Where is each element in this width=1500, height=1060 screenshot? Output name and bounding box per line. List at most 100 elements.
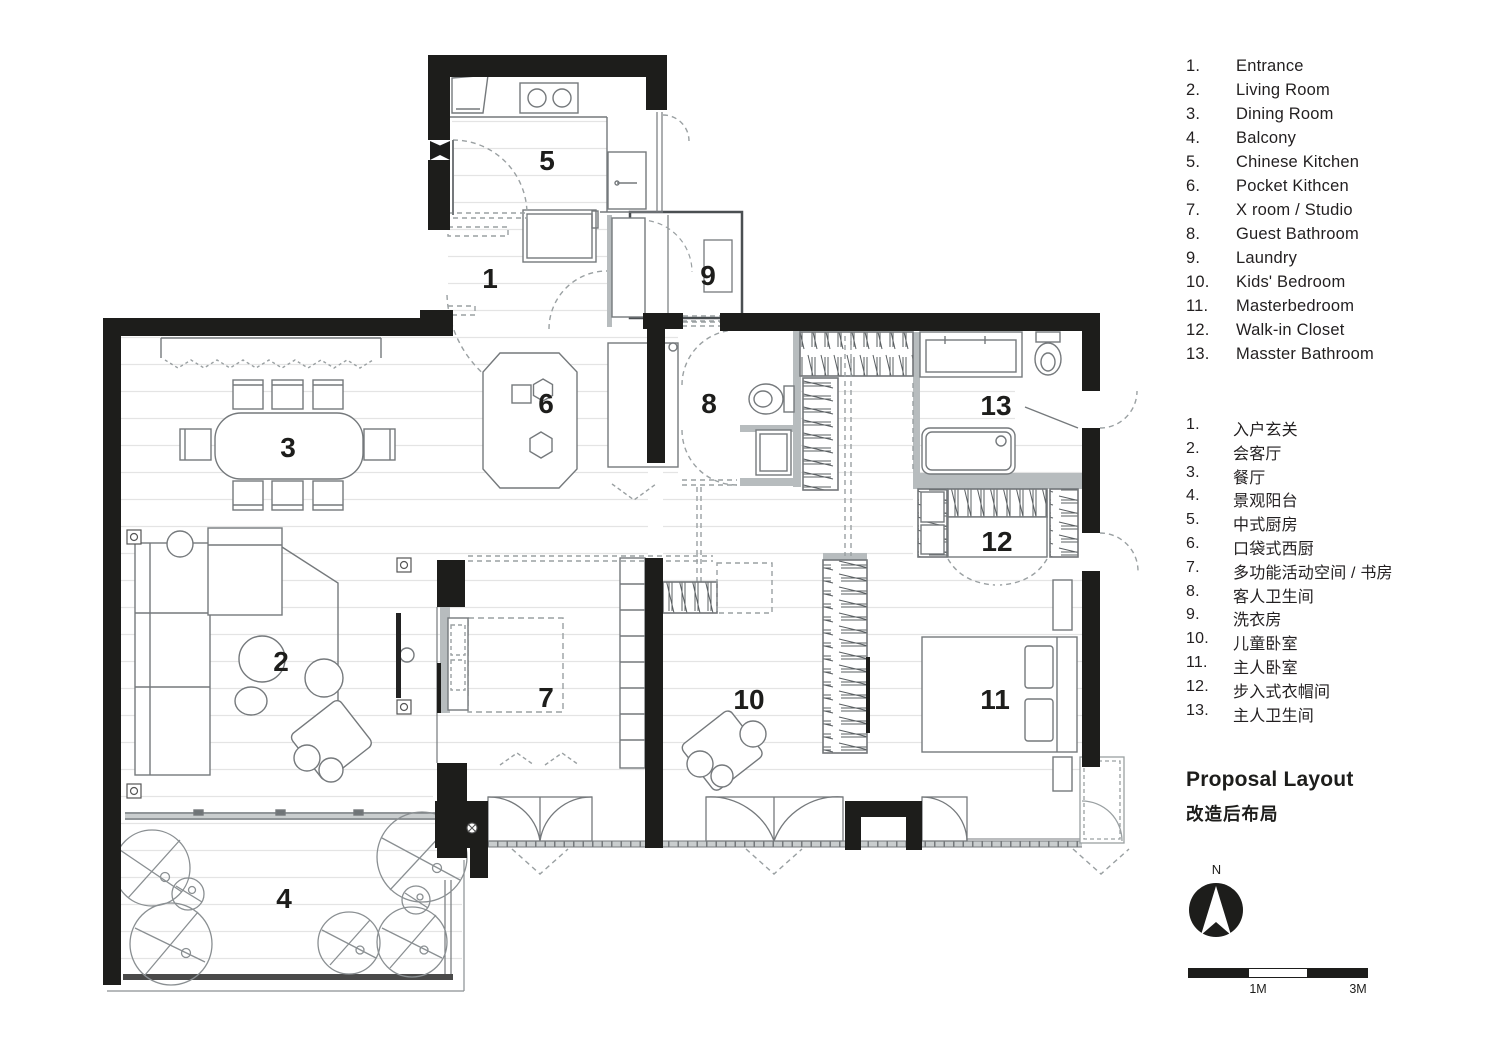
legend-number: 3. bbox=[1186, 463, 1200, 481]
room-label-10: 10 bbox=[733, 684, 764, 715]
legend-number: 10. bbox=[1186, 630, 1209, 648]
legend-label: Guest Bathroom bbox=[1236, 225, 1359, 243]
gray-partitions bbox=[123, 215, 1082, 980]
legend-item: 9. Laundry bbox=[1186, 249, 1486, 273]
window-band bbox=[435, 756, 1125, 848]
scale-segment-white bbox=[1248, 968, 1308, 978]
legend-label: Laundry bbox=[1236, 249, 1298, 267]
scale-label-1m: 1M bbox=[1249, 982, 1267, 996]
legend-item: 7. X room / Studio bbox=[1186, 201, 1486, 225]
legend-label: Balcony bbox=[1236, 129, 1297, 147]
legend-number: 5. bbox=[1186, 153, 1201, 171]
legend-number: 2. bbox=[1186, 81, 1201, 99]
kitchen-fixtures bbox=[450, 74, 663, 263]
legend-label: 步入式衣帽间 bbox=[1233, 683, 1331, 701]
floor-plan: 1 2 3 4 5 6 7 8 9 10 11 12 13 bbox=[103, 55, 1139, 992]
room-label-2: 2 bbox=[273, 646, 289, 677]
living-room-furniture bbox=[134, 527, 372, 783]
legend-item: 12.Walk-in Closet bbox=[1186, 321, 1486, 345]
legend-number: 8. bbox=[1186, 225, 1201, 243]
legend-label: 洗衣房 bbox=[1233, 612, 1282, 630]
legend-label: 主人卧室 bbox=[1233, 659, 1298, 677]
north-label: N bbox=[1211, 862, 1222, 877]
legend-item: 5. Chinese Kitchen bbox=[1186, 153, 1486, 177]
scale-label-3m: 3M bbox=[1349, 982, 1367, 996]
legend-number: 8. bbox=[1186, 582, 1200, 600]
legend-label: Chinese Kitchen bbox=[1236, 153, 1360, 171]
scale-segment-black bbox=[1188, 968, 1248, 978]
legend-number: 6. bbox=[1186, 534, 1200, 552]
legend-english: 1.Entrance 2. Living Room 3. Dining Room 4… bbox=[1186, 57, 1486, 369]
island-counter bbox=[522, 209, 597, 263]
legend-label: 会客厅 bbox=[1233, 445, 1282, 463]
room-label-9: 9 bbox=[700, 260, 716, 291]
page-title: Proposal Layout bbox=[1186, 768, 1354, 791]
legend-item: 4.Balcony bbox=[1186, 129, 1486, 153]
symbol-marks bbox=[466, 822, 478, 834]
toilet bbox=[748, 383, 784, 415]
dining-table bbox=[214, 412, 364, 480]
room-label-3: 3 bbox=[280, 432, 296, 463]
legend-label: 中式厨房 bbox=[1233, 517, 1298, 535]
legend-item: 9. 洗衣房 bbox=[1186, 606, 1486, 630]
legend-label: Kids' Bedroom bbox=[1236, 273, 1346, 291]
scale-segment-black bbox=[1308, 968, 1368, 978]
legend-item: 13. 主人卫生间 bbox=[1186, 702, 1486, 726]
legend-label: 客人卫生间 bbox=[1233, 588, 1315, 606]
pocket-kitchen-island bbox=[482, 352, 578, 489]
room-label-5: 5 bbox=[539, 145, 555, 176]
legend-label: Dining Room bbox=[1236, 105, 1334, 123]
legend-item: 2. Living Room bbox=[1186, 81, 1486, 105]
kitchen-sink bbox=[607, 151, 647, 210]
legend-label: X room / Studio bbox=[1236, 201, 1353, 219]
kids-bedroom-furniture bbox=[619, 557, 773, 791]
north-arrow-icon bbox=[1189, 883, 1243, 937]
vanity bbox=[919, 331, 1023, 378]
legend-label: Living Room bbox=[1236, 81, 1330, 99]
legend-item: 12. 步入式衣帽间 bbox=[1186, 678, 1486, 702]
legend-number: 2. bbox=[1186, 439, 1200, 457]
walls bbox=[103, 55, 1100, 985]
legend-label: 主人卫生间 bbox=[1233, 707, 1315, 725]
legend-item: 3. 餐厅 bbox=[1186, 464, 1486, 488]
floor-plan-svg: 1 2 3 4 5 6 7 8 9 10 11 12 13 bbox=[103, 55, 1139, 992]
legend-number: 7. bbox=[1186, 201, 1201, 219]
legend-label: Masster Bathroom bbox=[1236, 345, 1374, 363]
legend-item: 10.Kids' Bedroom bbox=[1186, 273, 1486, 297]
legend-number: 13. bbox=[1186, 345, 1210, 363]
sofa bbox=[134, 542, 211, 776]
legend-label: 口袋式西厨 bbox=[1233, 540, 1315, 558]
title-block: Proposal Layout 改造后布局 bbox=[1186, 768, 1354, 826]
legend-item: 3. Dining Room bbox=[1186, 105, 1486, 129]
studio-furniture bbox=[399, 483, 713, 766]
legend-number: 5. bbox=[1186, 511, 1200, 529]
north-arrow: N bbox=[1186, 862, 1256, 952]
legend-number: 9. bbox=[1186, 606, 1200, 624]
legend-item: 1.Entrance bbox=[1186, 57, 1486, 81]
coffee-table bbox=[238, 635, 286, 683]
legend-item: 10. 儿童卧室 bbox=[1186, 630, 1486, 654]
legend-label: Masterbedroom bbox=[1236, 297, 1355, 315]
legend-label: 儿童卧室 bbox=[1233, 636, 1298, 654]
bathtub bbox=[921, 427, 1016, 475]
door-swings bbox=[511, 315, 1139, 875]
closet-island bbox=[947, 516, 1048, 558]
legend-label: Pocket Kithcen bbox=[1236, 177, 1349, 195]
page-title-chinese: 改造后布局 bbox=[1186, 804, 1279, 824]
legend-number: 13. bbox=[1186, 701, 1209, 719]
legend-item: 13. Masster Bathroom bbox=[1186, 345, 1486, 369]
legend-item: 11.主人卧室 bbox=[1186, 654, 1486, 678]
room-label-13: 13 bbox=[980, 390, 1011, 421]
legend-label: 餐厅 bbox=[1233, 469, 1266, 487]
legend-item: 4.景观阳台 bbox=[1186, 487, 1486, 511]
laundry-room bbox=[628, 210, 744, 320]
legend-number: 3. bbox=[1186, 105, 1201, 123]
legend-number: 12. bbox=[1186, 677, 1209, 695]
legend-number: 1. bbox=[1186, 57, 1201, 75]
room-label-7: 7 bbox=[538, 682, 554, 713]
legend-number: 9. bbox=[1186, 249, 1201, 267]
legend-item: 5. 中式厨房 bbox=[1186, 511, 1486, 535]
info-panel: 1.Entrance 2. Living Room 3. Dining Room 4… bbox=[1186, 0, 1486, 1060]
room-label-11: 11 bbox=[980, 684, 1010, 715]
hallway-closets bbox=[696, 331, 914, 613]
